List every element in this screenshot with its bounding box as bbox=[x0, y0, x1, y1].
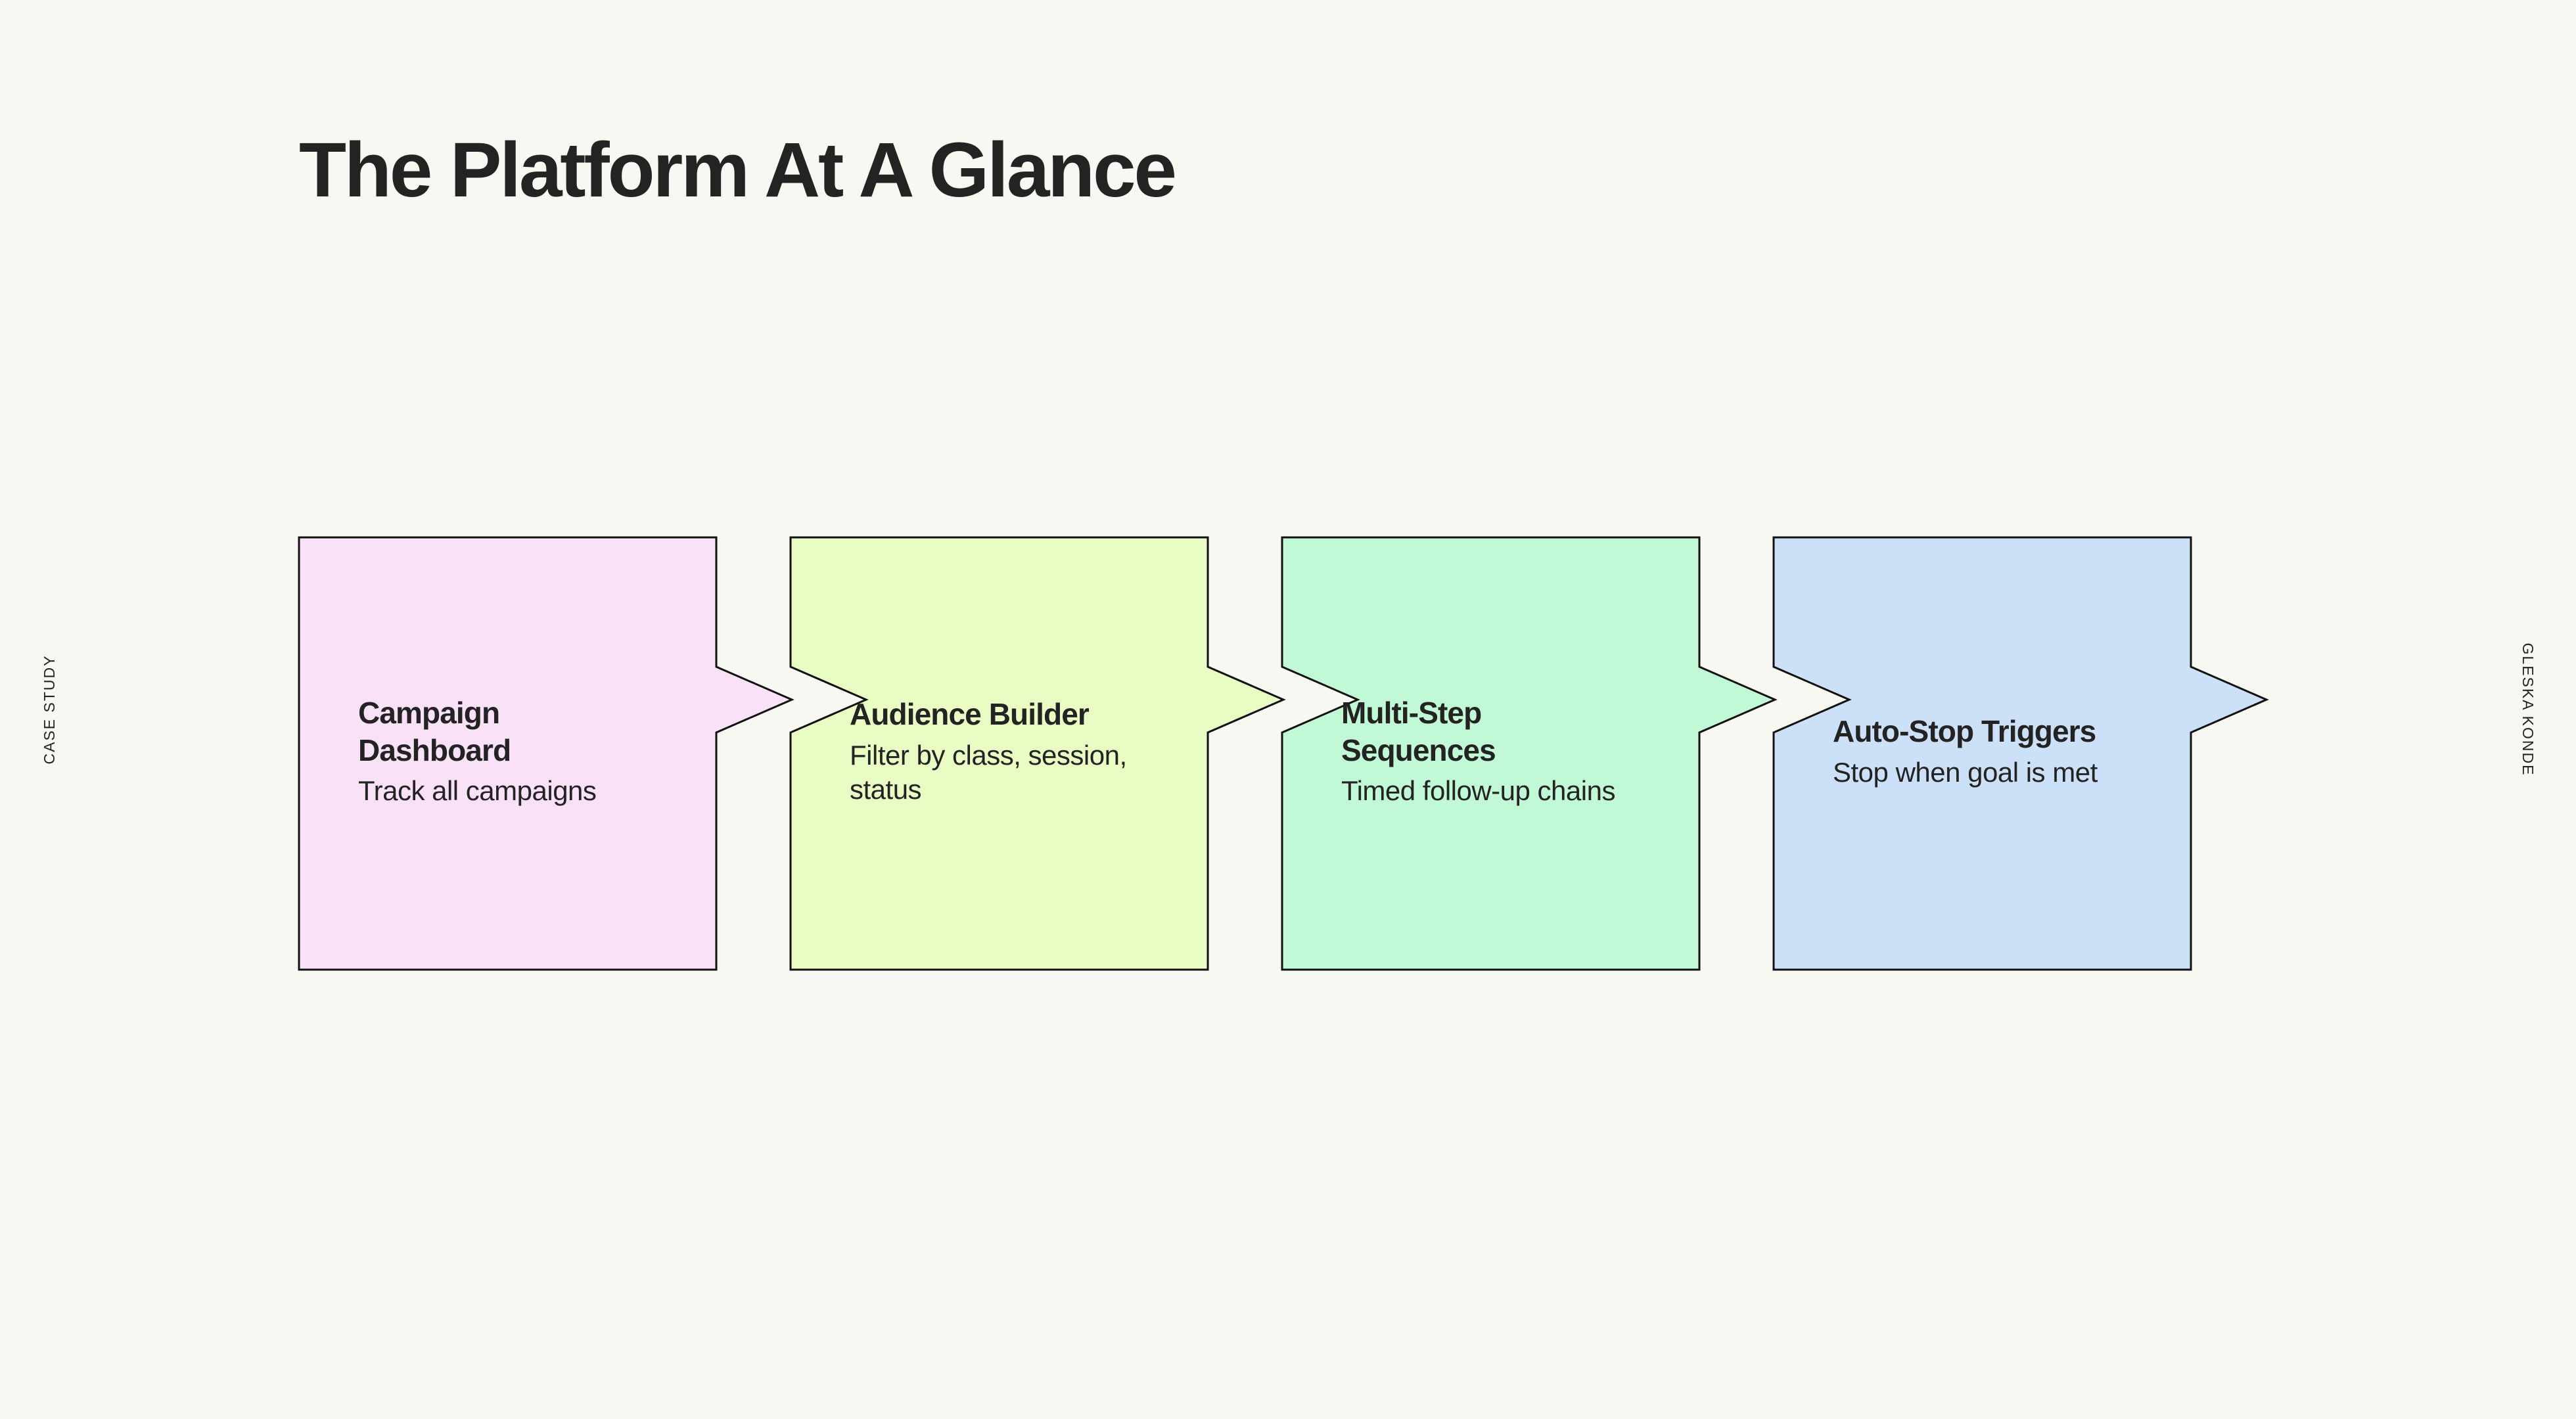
card-title: Auto-Stop Triggers bbox=[1833, 714, 2096, 749]
card-chevron-shape bbox=[298, 536, 794, 971]
card-description: Timed follow-up chains bbox=[1341, 775, 1615, 807]
card-chevron-shape bbox=[1772, 536, 2269, 971]
card-title: Campaign Dashboard bbox=[358, 696, 511, 767]
page-title: The Platform At A Glance bbox=[299, 127, 1177, 214]
card-shape-path bbox=[1772, 536, 2269, 971]
side-label-brand: GLESKA KONDE bbox=[2519, 642, 2537, 777]
card-shape-path bbox=[789, 536, 1286, 971]
card-description: Track all campaigns bbox=[358, 775, 597, 807]
card-description: Filter by class, session, status bbox=[850, 739, 1127, 805]
card-title: Audience Builder bbox=[850, 697, 1090, 732]
card-shape-path bbox=[298, 536, 794, 971]
side-label-case-study: CASE STUDY bbox=[41, 654, 58, 765]
card-description: Stop when goal is met bbox=[1833, 757, 2098, 788]
card-shape-path bbox=[1281, 536, 1778, 971]
card-title: Multi-Step Sequences bbox=[1341, 696, 1496, 767]
card-chevron-shape bbox=[789, 536, 1286, 971]
card-chevron-shape bbox=[1281, 536, 1778, 971]
